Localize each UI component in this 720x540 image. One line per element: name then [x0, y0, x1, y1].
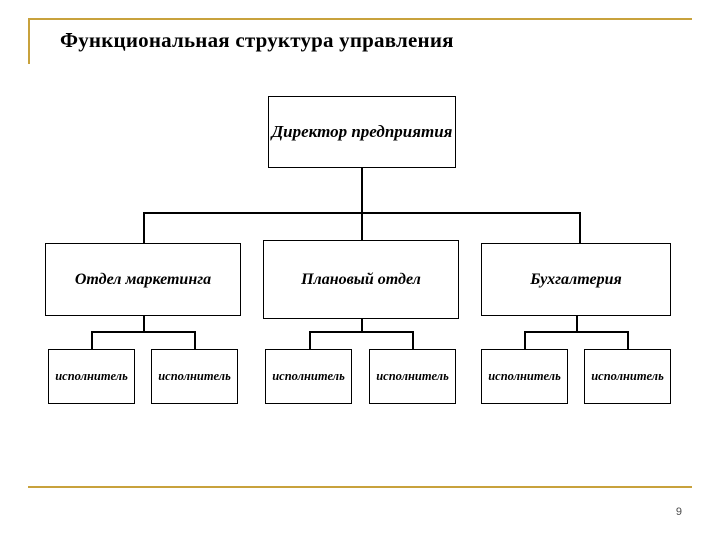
- connector-drop-exec4: [412, 331, 414, 349]
- node-marketing: Отдел маркетинга: [45, 243, 241, 316]
- connector-accounting-bus: [524, 331, 628, 333]
- node-label: Отдел маркетинга: [74, 270, 212, 288]
- connector-drop-exec1: [91, 331, 93, 349]
- slide-frame-left-rule: [28, 18, 30, 64]
- node-exec-3: исполнитель: [265, 349, 352, 404]
- node-label: исполнитель: [55, 369, 128, 383]
- node-exec-5: исполнитель: [481, 349, 568, 404]
- node-exec-1: исполнитель: [48, 349, 135, 404]
- node-accounting: Бухгалтерия: [481, 243, 671, 316]
- node-label: исполнитель: [488, 369, 561, 383]
- node-label: исполнитель: [272, 369, 345, 383]
- connector-accounting-stem: [576, 316, 578, 332]
- connector-planning-stem: [361, 319, 363, 332]
- connector-drop-planning: [361, 212, 363, 243]
- node-exec-6: исполнитель: [584, 349, 671, 404]
- page-title: Функциональная структура управления: [60, 28, 454, 52]
- connector-drop-exec2: [194, 331, 196, 349]
- connector-planning-bus: [309, 331, 413, 333]
- node-label: исполнитель: [376, 369, 449, 383]
- connector-director-stem: [361, 168, 363, 213]
- node-exec-4: исполнитель: [369, 349, 456, 404]
- node-label: Директор предприятия: [271, 122, 453, 141]
- connector-marketing-stem: [143, 316, 145, 332]
- node-planning: Плановый отдел: [263, 240, 459, 319]
- connector-drop-exec3: [309, 331, 311, 349]
- connector-drop-exec6: [627, 331, 629, 349]
- connector-drop-accounting: [579, 212, 581, 243]
- node-exec-2: исполнитель: [151, 349, 238, 404]
- slide-frame-top-rule: [28, 18, 692, 20]
- connector-marketing-bus: [91, 331, 195, 333]
- node-director: Директор предприятия: [268, 96, 456, 168]
- node-label: Плановый отдел: [301, 270, 421, 288]
- connector-drop-marketing: [143, 212, 145, 243]
- connector-drop-exec5: [524, 331, 526, 349]
- node-label: исполнитель: [591, 369, 664, 383]
- page-number: 9: [675, 506, 682, 518]
- node-label: Бухгалтерия: [530, 270, 622, 288]
- slide-frame-bottom-rule: [28, 486, 692, 488]
- node-label: исполнитель: [158, 369, 231, 383]
